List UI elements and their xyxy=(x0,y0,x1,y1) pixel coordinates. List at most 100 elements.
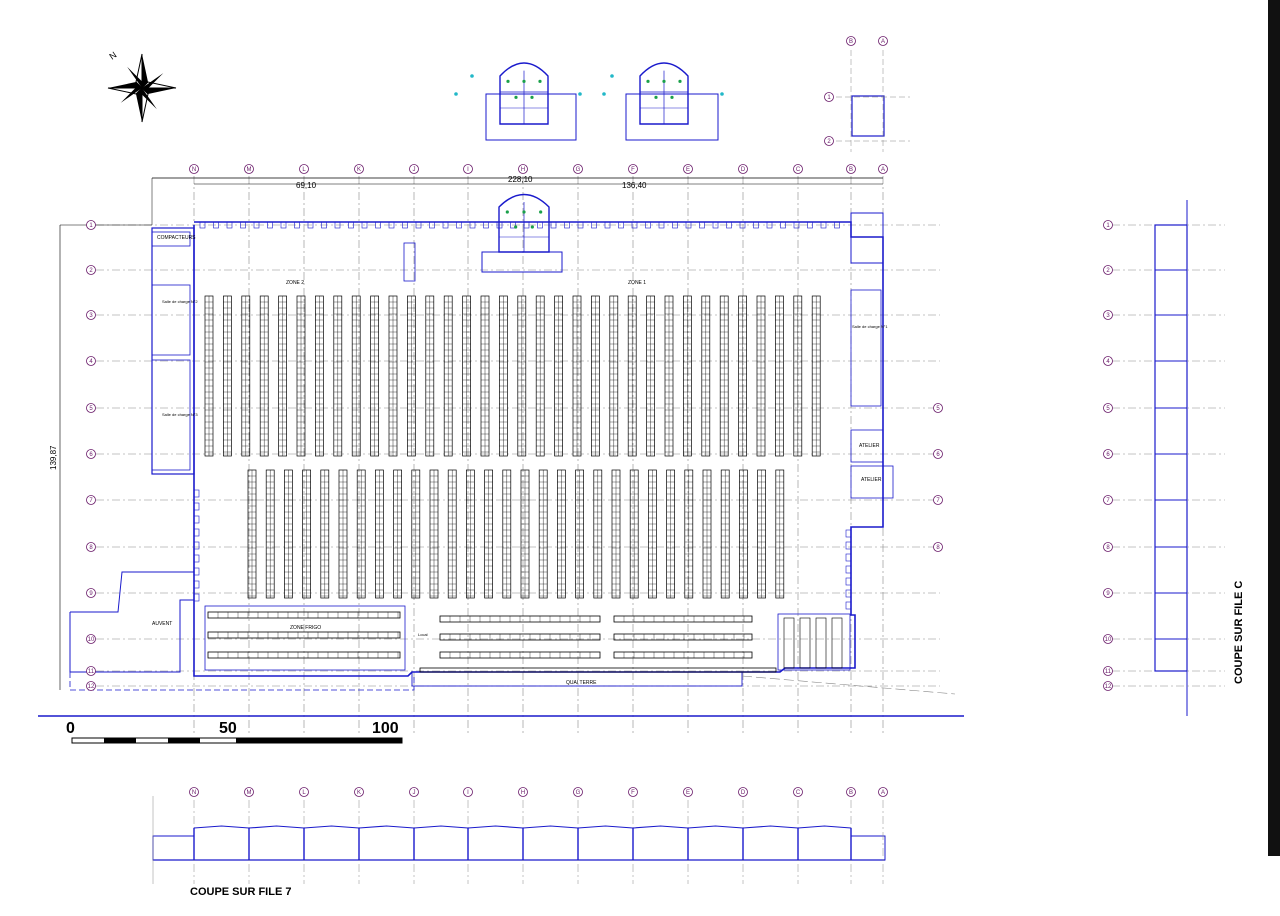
rack-row-lower xyxy=(611,469,621,599)
rack-row-lower xyxy=(648,469,657,599)
rack-row-upper xyxy=(241,295,251,457)
row-axis-bubble: 10 xyxy=(86,634,96,644)
rack-row-lower xyxy=(466,469,475,599)
rack-row-upper xyxy=(333,295,343,457)
rack-row-lower xyxy=(629,469,639,599)
annex-rack xyxy=(799,617,811,669)
axis-bubble-circle xyxy=(738,787,748,797)
quay-rack xyxy=(419,667,777,673)
hrack-frame xyxy=(207,611,401,619)
axis-bubble-label: H xyxy=(521,790,525,796)
fixture-dot xyxy=(506,79,510,83)
axis-bubble-circle xyxy=(878,164,888,174)
axis-bubble-label: A xyxy=(881,39,885,45)
office-plan-r2 xyxy=(639,62,689,125)
axis-bubble-label: 4 xyxy=(1106,359,1110,365)
hrack-frame xyxy=(613,651,753,659)
axis-bubble-circle xyxy=(933,542,943,552)
axis-bubble-label: M xyxy=(247,167,252,173)
axis-bubble-circle xyxy=(1103,588,1113,598)
annex-rack xyxy=(783,617,795,669)
section-c-row-bubble: 9 xyxy=(1103,588,1113,598)
row-axis-bubble: 1 xyxy=(824,92,834,102)
column-axis-bubble: A xyxy=(878,36,888,46)
room-charging-2: Salle de charge N°2 xyxy=(162,299,198,304)
axis-bubble-label: 6 xyxy=(936,452,940,458)
dock-door xyxy=(226,221,233,229)
rack-row-upper xyxy=(591,295,600,457)
rack-row-upper xyxy=(407,295,416,457)
row-axis-bubble: 4 xyxy=(86,356,96,366)
section-7-roof xyxy=(577,825,634,829)
warehouse-perimeter xyxy=(193,221,884,677)
quay-label: QUAI TERRE xyxy=(566,680,597,686)
rack-row-lower xyxy=(757,469,766,599)
dock-door xyxy=(193,489,200,498)
axis-bubble-label: F xyxy=(631,790,635,796)
axis-bubble-label: 7 xyxy=(936,498,940,504)
axis-bubble-circle xyxy=(1103,634,1113,644)
axis-bubble-circle xyxy=(86,588,96,598)
section-7-column-bubble: G xyxy=(573,787,583,797)
dock-door xyxy=(193,502,200,511)
axis-bubble-circle xyxy=(299,787,309,797)
rack-row-upper xyxy=(480,295,490,457)
rack-row-lower xyxy=(429,469,439,599)
room-charging-3: Salle de charge N°3 xyxy=(162,412,198,417)
rack-row-lower xyxy=(338,469,348,599)
row-axis-bubble: 7 xyxy=(86,495,96,505)
axis-bubble-label: N xyxy=(192,790,196,796)
section-7-roof xyxy=(632,825,689,829)
dock-door xyxy=(845,565,852,574)
axis-bubble-label: 2 xyxy=(89,268,93,274)
axis-bubble-circle xyxy=(846,164,856,174)
section-7-drawing xyxy=(152,796,886,884)
axis-bubble-circle xyxy=(354,787,364,797)
dock-door xyxy=(766,221,773,229)
axis-bubble-circle xyxy=(1103,265,1113,275)
dock-door xyxy=(753,221,759,229)
section-7-column-bubble: J xyxy=(409,787,419,797)
fixture-dot xyxy=(530,225,534,229)
section-c-title: COUPE SUR FILE C xyxy=(1233,581,1245,684)
dock-door xyxy=(631,221,638,229)
axis-bubble-label: C xyxy=(796,167,801,173)
dock-door xyxy=(564,221,570,229)
bottom-rack-row xyxy=(439,633,601,641)
axis-bubble-label: N xyxy=(192,167,196,173)
section-7-roof xyxy=(193,825,250,829)
axis-bubble-label: 7 xyxy=(89,498,93,504)
dock-door xyxy=(483,221,489,229)
axis-bubble-circle xyxy=(933,495,943,505)
fixture-dot xyxy=(514,225,518,229)
axis-bubble-label: 1 xyxy=(827,95,831,101)
axis-bubble-label: L xyxy=(302,790,306,796)
section-7-column-bubble: I xyxy=(463,787,473,797)
section-7-annex xyxy=(850,835,886,861)
section-c-row-bubble: 12 xyxy=(1103,681,1113,691)
row-axis-bubble: 3 xyxy=(86,310,96,320)
dock-door xyxy=(213,221,219,229)
rack-row-lower xyxy=(702,469,712,599)
rack-row-lower xyxy=(265,469,275,599)
rack-row-upper xyxy=(646,295,655,457)
row-axis-bubble: 6 xyxy=(933,449,943,459)
dock-door xyxy=(388,221,395,229)
dock-door xyxy=(193,554,200,563)
section-c-row-bubble: 4 xyxy=(1103,356,1113,366)
axis-bubble-label: B xyxy=(849,790,853,796)
rack-row-lower xyxy=(666,469,675,599)
viewer-side-strip xyxy=(1268,0,1280,856)
charging-room xyxy=(151,284,191,356)
section-c-row-bubble: 1 xyxy=(1103,220,1113,230)
frozen-rack-row xyxy=(207,611,401,619)
axis-bubble-label: K xyxy=(357,790,361,796)
workshop-room xyxy=(850,465,894,499)
axis-bubble-circle xyxy=(1103,403,1113,413)
axis-bubble-circle xyxy=(409,787,419,797)
axis-bubble-label: 6 xyxy=(89,452,93,458)
axis-bubble-label: 3 xyxy=(1106,313,1110,319)
rack-row-upper xyxy=(223,295,232,457)
row-axis-bubble: 7 xyxy=(933,495,943,505)
compactor-room xyxy=(151,231,191,247)
